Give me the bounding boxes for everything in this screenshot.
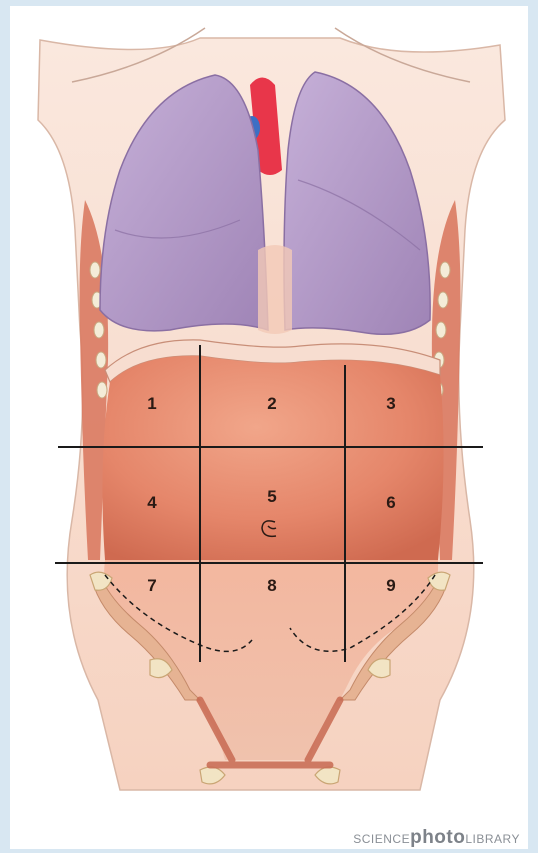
region-label-2: 2 [267, 394, 276, 414]
region-label-1: 1 [147, 394, 156, 414]
region-label-5: 5 [267, 487, 276, 507]
watermark-part-2: photo [410, 827, 465, 848]
region-label-7: 7 [147, 576, 156, 596]
watermark: SCIENCEphotoLIBRARY [353, 827, 520, 849]
watermark-part-1: SCIENCE [353, 832, 410, 846]
mediastinum [258, 245, 292, 334]
region-label-3: 3 [386, 394, 395, 414]
region-label-8: 8 [267, 576, 276, 596]
region-label-6: 6 [386, 493, 395, 513]
watermark-part-3: LIBRARY [465, 832, 520, 846]
region-label-4: 4 [147, 493, 156, 513]
region-label-9: 9 [386, 576, 395, 596]
